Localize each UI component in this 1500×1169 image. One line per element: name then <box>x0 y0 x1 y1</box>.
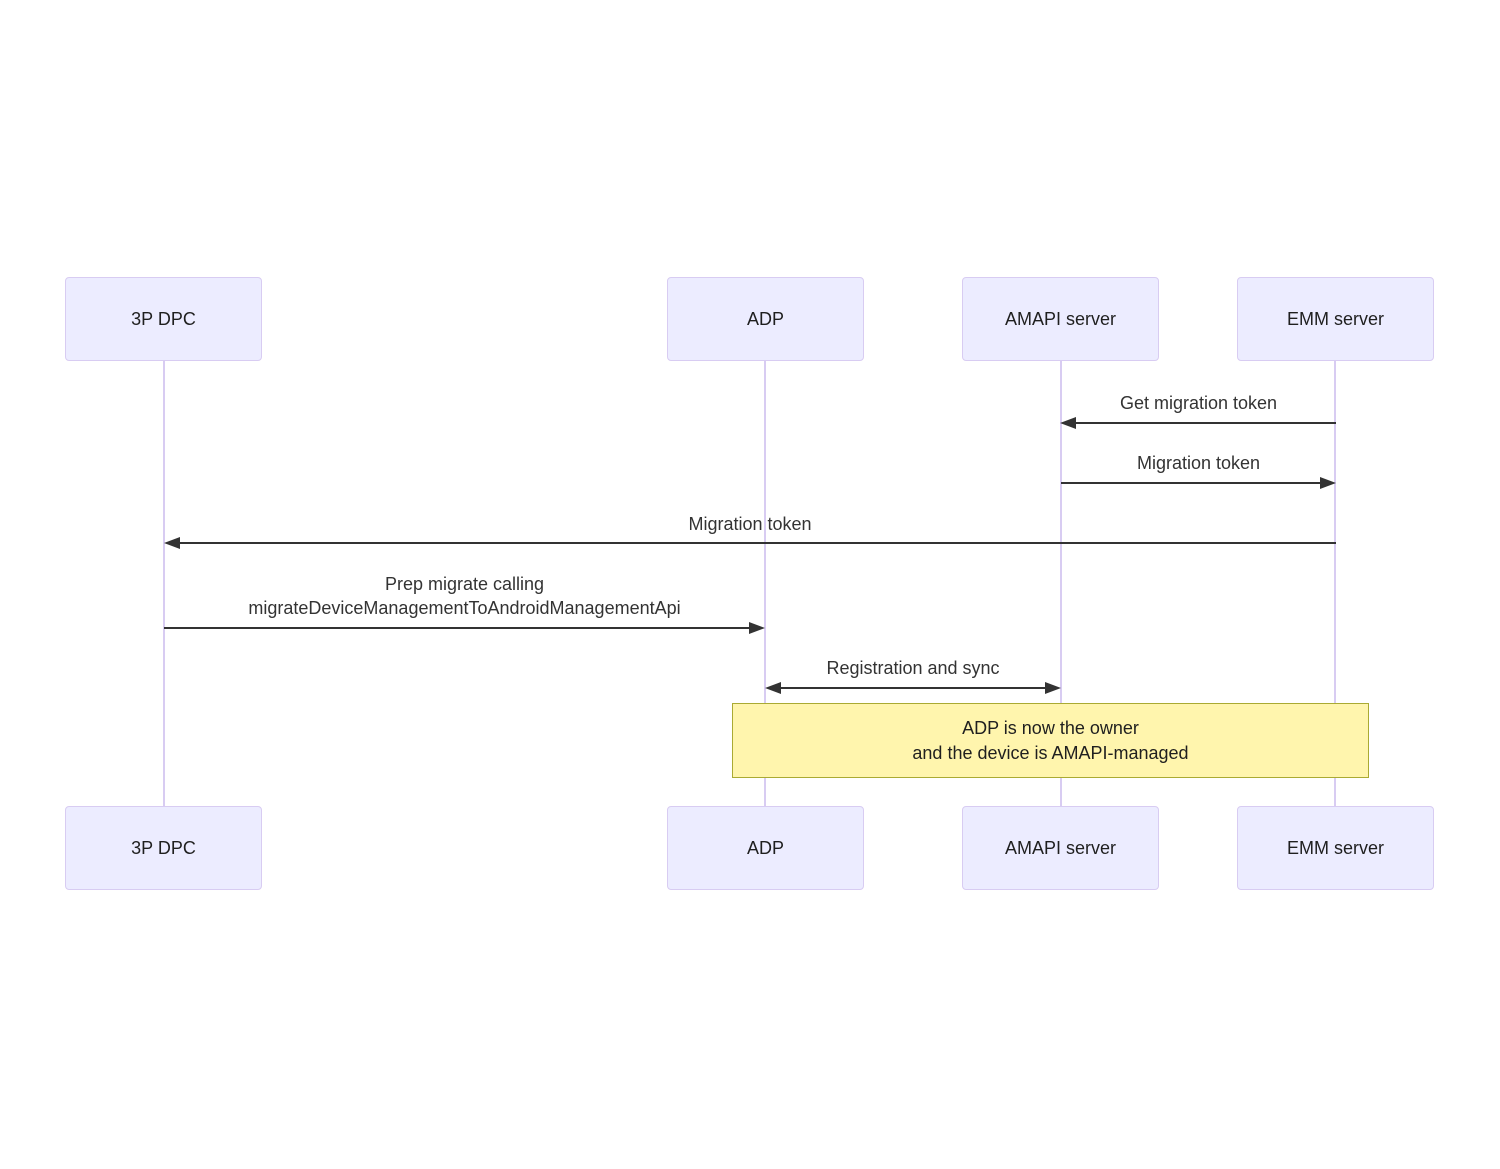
actor-top-adp: ADP <box>667 277 864 361</box>
actor-top-3p-dpc: 3P DPC <box>65 277 262 361</box>
actor-top-amapi-server: AMAPI server <box>962 277 1159 361</box>
arrowhead-right-icon <box>749 622 765 634</box>
actor-label: ADP <box>746 837 784 858</box>
actor-label: EMM server <box>1286 308 1384 329</box>
message-line <box>1061 482 1321 484</box>
actor-top-emm-server: EMM server <box>1237 277 1434 361</box>
message-label: Migration token <box>688 514 812 534</box>
lifeline-amapi-server <box>1060 361 1062 806</box>
actor-label: ADP <box>746 308 784 329</box>
note-line-1: ADP is now the owner <box>962 717 1139 738</box>
actor-bottom-adp: ADP <box>667 806 864 890</box>
actor-bottom-amapi-server: AMAPI server <box>962 806 1159 890</box>
actor-bottom-emm-server: EMM server <box>1237 806 1434 890</box>
note-line-2: and the device is AMAPI-managed <box>912 742 1189 763</box>
note-adp-owner: ADP is now the owner and the device is A… <box>732 703 1369 778</box>
arrowhead-left-icon <box>1060 417 1076 429</box>
lifeline-3p-dpc <box>163 361 165 806</box>
message-label-line-2: migrateDeviceManagementToAndroidManageme… <box>248 598 681 618</box>
actor-label: AMAPI server <box>1004 308 1117 329</box>
actor-label: AMAPI server <box>1004 837 1117 858</box>
actor-bottom-3p-dpc: 3P DPC <box>65 806 262 890</box>
actor-label: EMM server <box>1286 837 1384 858</box>
actor-label: 3P DPC <box>131 308 196 329</box>
message-line <box>164 627 750 629</box>
lifeline-adp <box>764 361 766 806</box>
arrowhead-left-icon <box>164 537 180 549</box>
message-label: Prep migrate calling migrateDeviceManage… <box>164 572 765 620</box>
arrowhead-right-icon <box>1045 682 1061 694</box>
arrowhead-right-icon <box>1320 477 1336 489</box>
message-label-line-1: Prep migrate calling <box>384 574 545 594</box>
actor-label: 3P DPC <box>131 837 196 858</box>
message-line <box>779 687 1047 689</box>
message-label: Registration and sync <box>826 658 1000 678</box>
lifeline-emm-server <box>1334 361 1336 806</box>
arrowhead-left-icon <box>765 682 781 694</box>
message-label: Get migration token <box>1119 393 1278 413</box>
message-line <box>1074 422 1336 424</box>
message-label: Migration token <box>1136 453 1261 473</box>
message-line <box>178 542 1336 544</box>
